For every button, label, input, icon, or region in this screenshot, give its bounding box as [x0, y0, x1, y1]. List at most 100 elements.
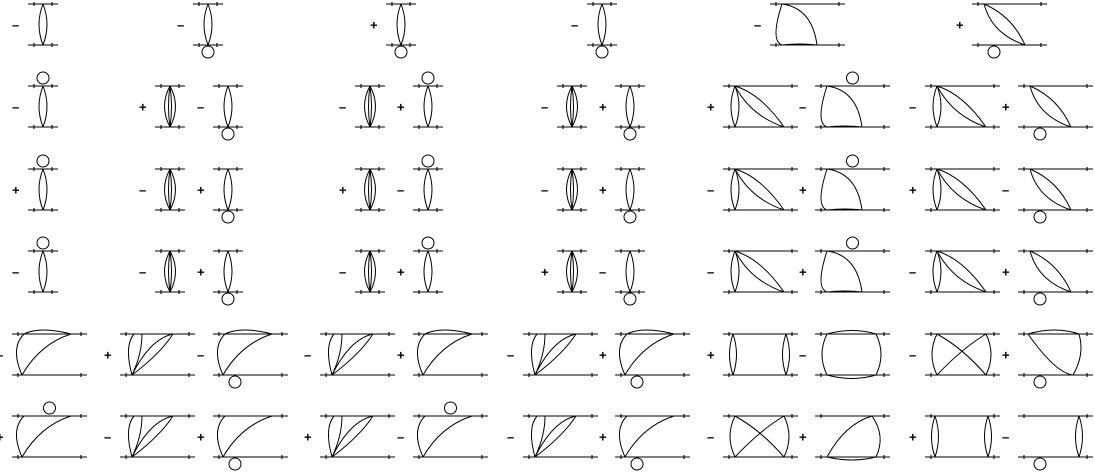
feynman-diagram — [355, 167, 385, 212]
propagator-curve — [937, 169, 986, 210]
feynman-diagram — [723, 84, 798, 129]
propagator-curve — [169, 251, 171, 292]
propagator-curve — [630, 251, 634, 292]
propagator-curve — [784, 416, 789, 457]
propagator-curve — [132, 416, 173, 457]
feynman-diagram — [213, 330, 288, 388]
feynman-diagram — [557, 249, 587, 294]
tadpole-loop — [624, 211, 636, 223]
propagator-curve — [170, 169, 172, 210]
propagator-curve — [783, 334, 787, 375]
propagator-curve — [369, 86, 371, 127]
propagator-curve — [735, 169, 784, 210]
sign-plus: + — [956, 18, 964, 33]
propagator-curve — [571, 86, 573, 127]
diagram-row-3: +–++––+–++– — [12, 155, 1093, 223]
feynman-diagram — [815, 331, 890, 379]
tadpole-loop — [229, 376, 241, 388]
propagator-curve — [417, 334, 425, 375]
propagator-curve — [937, 251, 986, 292]
propagator-curve — [619, 416, 627, 457]
propagator-curve — [43, 86, 47, 127]
propagator-curve — [626, 169, 630, 210]
sign-plus: + — [799, 183, 807, 198]
sign-plus: + — [0, 430, 4, 445]
tadpole-loop — [395, 46, 407, 58]
propagator-curve — [39, 251, 43, 292]
propagator-curve — [208, 4, 212, 45]
feynman-diagram — [557, 84, 587, 129]
propagator-curve — [531, 416, 537, 457]
propagator-curve — [822, 334, 827, 375]
diagram-row-6: +–++––+–++– — [0, 402, 1093, 470]
sign-plus: + — [397, 348, 405, 363]
propagator-curve — [1073, 334, 1081, 375]
feynman-diagram — [213, 249, 243, 305]
feynman-diagram — [925, 414, 1000, 459]
feynman-diagram — [355, 249, 385, 294]
feynman-diagram — [723, 414, 798, 459]
feynman-diagram — [213, 414, 288, 470]
propagator-curve — [627, 330, 674, 334]
tadpole-loop — [37, 72, 49, 84]
propagator-curve — [626, 86, 630, 127]
sign-minus: – — [799, 348, 806, 363]
propagator-curve — [228, 169, 232, 210]
feynman-diagram — [213, 84, 243, 140]
tadpole-loop — [202, 46, 214, 58]
propagator-curve — [572, 86, 574, 127]
propagator-curve — [876, 334, 881, 375]
propagator-curve — [401, 4, 405, 45]
tadpole-loop — [847, 237, 859, 249]
feynman-diagram — [413, 155, 443, 212]
propagator-curve — [735, 169, 784, 210]
propagator-curve — [328, 416, 334, 457]
sign-minus: – — [339, 265, 346, 280]
sign-plus: + — [909, 430, 917, 445]
propagator-curve — [370, 169, 372, 210]
propagator-curve — [1030, 251, 1071, 292]
feynman-diagram — [925, 249, 1000, 294]
tadpole-loop — [37, 237, 49, 249]
tadpole-loop — [1034, 458, 1046, 470]
propagator-curve — [397, 4, 401, 45]
feynman-diagram — [193, 2, 223, 58]
tadpole-loop — [229, 458, 241, 470]
feynman-diagram — [815, 155, 890, 212]
propagator-curve — [16, 334, 24, 375]
propagator-curve — [932, 334, 937, 375]
diagram-row-4: ––+–++––+–+ — [12, 237, 1093, 305]
sign-minus: – — [707, 265, 714, 280]
propagator-curve — [730, 416, 735, 457]
propagator-curve — [735, 86, 784, 127]
feynman-diagram — [815, 237, 890, 294]
sign-plus: + — [197, 183, 205, 198]
propagator-curve — [43, 4, 47, 45]
propagator-curve — [827, 169, 862, 210]
sign-plus: + — [197, 265, 205, 280]
propagator-curve — [598, 4, 602, 45]
sign-minus: – — [177, 18, 184, 33]
feynman-diagram — [1018, 330, 1093, 388]
propagator-curve — [170, 86, 172, 127]
feynman-diagram — [557, 167, 587, 212]
sign-minus: – — [507, 348, 514, 363]
sign-minus: – — [0, 348, 3, 363]
tadpole-loop — [222, 293, 234, 305]
propagator-curve — [827, 86, 862, 127]
tadpole-loop — [596, 46, 608, 58]
sign-minus: – — [12, 18, 19, 33]
sign-minus: – — [339, 100, 346, 115]
propagator-curve — [935, 416, 939, 457]
feynman-diagram — [523, 332, 598, 377]
propagator-curve — [735, 251, 784, 292]
propagator-curve — [369, 251, 371, 292]
tadpole-loop — [222, 128, 234, 140]
feynman-diagram — [120, 332, 195, 377]
sign-minus: – — [397, 183, 404, 198]
propagator-curve — [428, 251, 432, 292]
tadpole-loop — [1034, 128, 1046, 140]
propagator-curve — [986, 334, 991, 375]
tadpole-loop — [1034, 293, 1046, 305]
propagator-curve — [223, 416, 272, 457]
